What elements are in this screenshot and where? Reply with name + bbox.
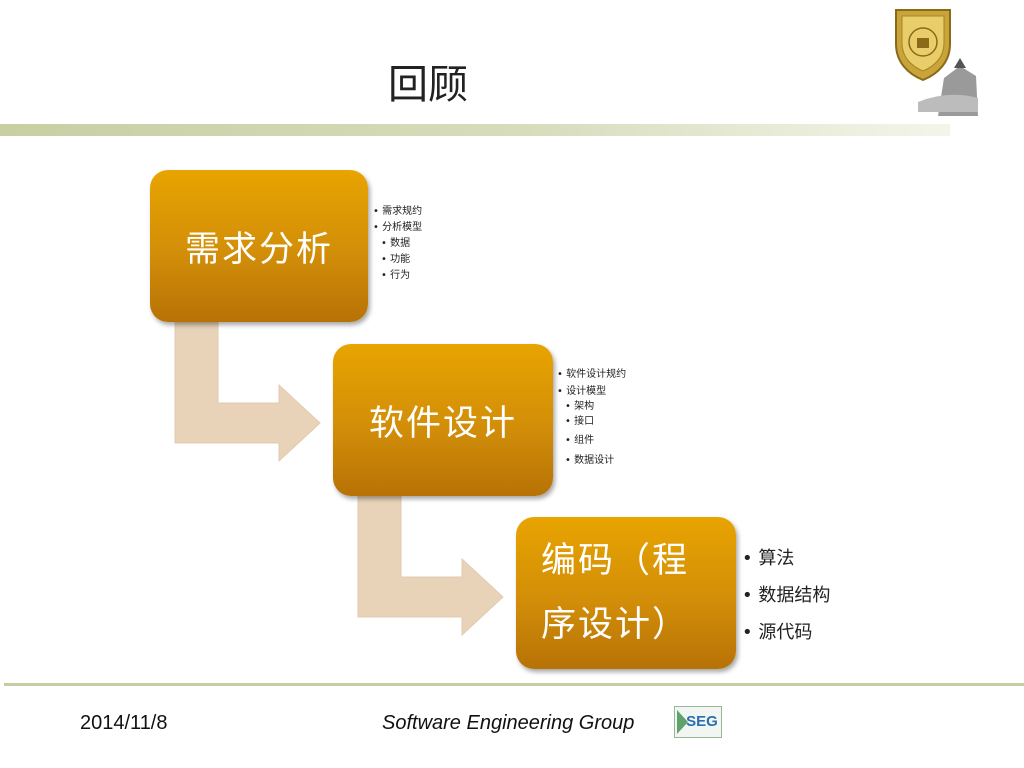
footer-divider xyxy=(4,683,1024,686)
sub-bullet-item: • 架构 xyxy=(565,401,595,412)
stage-label-line1: 编码（程 xyxy=(541,541,690,581)
sub-bullet-item: • 数据 xyxy=(381,238,411,249)
bend-arrow-2 xyxy=(357,493,504,637)
bullet-item: • 源代码 xyxy=(742,622,813,643)
coding-bullets: • 算法 • 数据结构 • 源代码 xyxy=(742,540,830,651)
sub-bullet-item: • 组件 xyxy=(565,435,595,446)
svg-text:SEG: SEG xyxy=(686,713,718,730)
stage-box-coding: 编码（程 序设计） xyxy=(516,517,736,669)
sub-bullet-item: • 行为 xyxy=(381,270,411,281)
bullet-item: • 需求规约 xyxy=(373,206,423,217)
footer-date: 2014/11/8 xyxy=(80,712,168,734)
header-divider xyxy=(0,124,950,136)
bullet-item: • 数据结构 xyxy=(742,585,831,606)
design-bullets: • 软件设计规约 • 设计模型 • 架构 • 接口 • 组件 • 数据设计 xyxy=(557,366,626,469)
sub-bullet-item: • 功能 xyxy=(381,254,411,265)
university-emblem-logo xyxy=(895,9,978,116)
sub-bullet-item: • 数据设计 xyxy=(565,455,615,466)
page-title: 回顾 xyxy=(388,62,468,108)
stage-label-line2: 序设计） xyxy=(541,605,690,645)
bullet-item: • 算法 xyxy=(742,548,795,569)
stage-box-requirements: 需求分析 xyxy=(150,170,368,322)
bullet-item: • 分析模型 xyxy=(373,222,423,233)
bullet-item: • 设计模型 xyxy=(557,386,607,397)
requirements-bullets: • 需求规约 • 分析模型 • 数据 • 功能 • 行为 xyxy=(373,204,422,284)
sub-bullet-item: • 接口 xyxy=(565,416,595,427)
seg-logo: SEG xyxy=(674,706,722,738)
bullet-item: • 软件设计规约 xyxy=(557,369,627,380)
stage-box-design: 软件设计 xyxy=(333,344,553,496)
bend-arrow-1 xyxy=(174,319,321,463)
stage-label: 软件设计 xyxy=(368,403,517,444)
stage-label: 需求分析 xyxy=(184,229,333,270)
footer-group-name: Software Engineering Group xyxy=(382,712,635,734)
